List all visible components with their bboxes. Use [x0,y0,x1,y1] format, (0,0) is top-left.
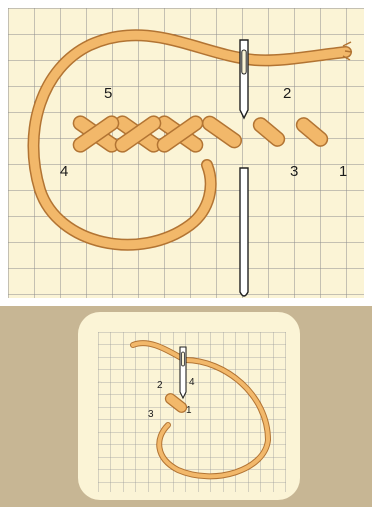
top-label-1: 1 [339,163,347,180]
bottom-label-3: 3 [148,409,154,420]
top-illustration: 1 2 3 4 5 [0,0,372,306]
top-label-3: 3 [290,163,298,180]
top-label-4: 4 [60,163,68,180]
bottom-illustration: 1 2 3 4 [0,306,372,507]
bottom-label-1: 1 [186,405,192,416]
top-needle [240,40,248,296]
top-label-5: 5 [104,85,112,102]
bottom-label-4: 4 [189,377,195,388]
top-label-2: 2 [283,85,291,102]
bottom-label-2: 2 [157,380,163,391]
bottom-needle [180,347,186,398]
